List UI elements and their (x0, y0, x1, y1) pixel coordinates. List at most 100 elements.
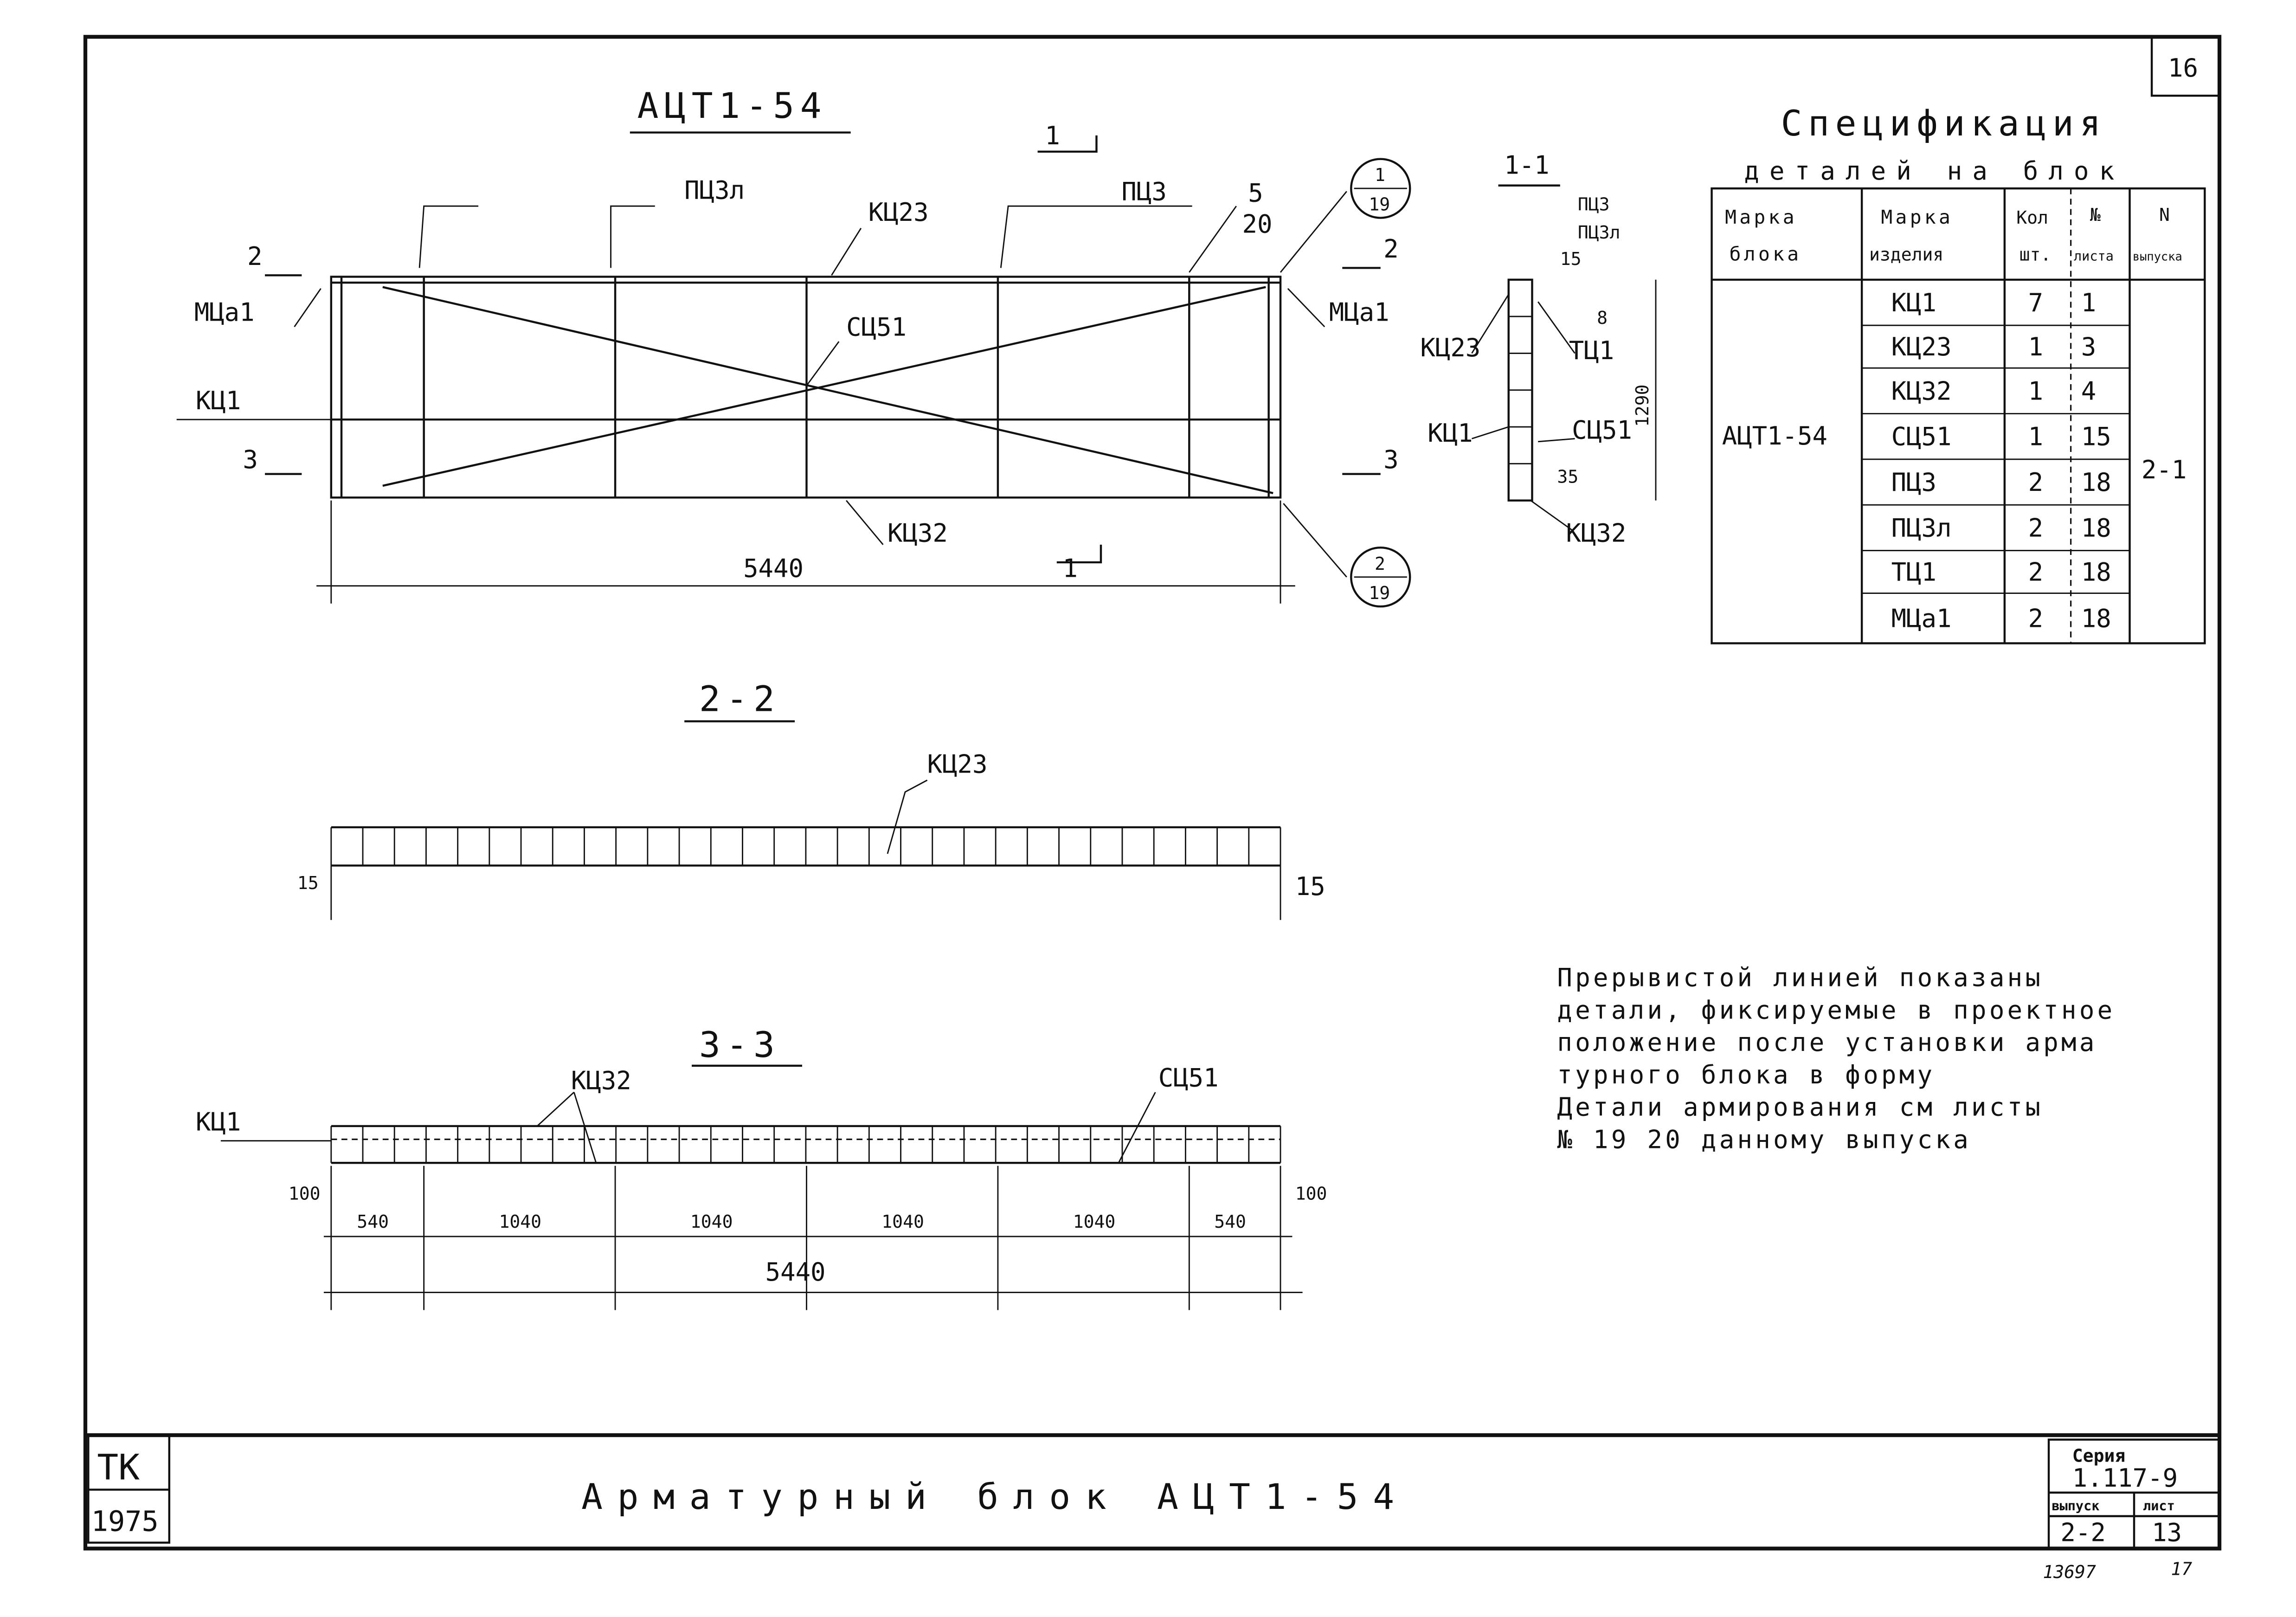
svg-text:19: 19 (1369, 583, 1390, 603)
note-line: турного блока в форму (1557, 1060, 1935, 1089)
sheet-number-box (2150, 36, 2221, 97)
segment-dimension: 1040 (690, 1211, 733, 1232)
svg-text:2: 2 (1375, 554, 1385, 574)
s33-dim-left: 100 (289, 1184, 321, 1204)
section-1-1-profile (1471, 278, 1657, 531)
ref-20: 20 (1242, 209, 1273, 238)
dimension-line-length (316, 500, 1295, 604)
cut-1-bottom-mark (1056, 544, 1102, 564)
main-elevation (176, 276, 1282, 499)
label-sc51: СЦ51 (846, 312, 907, 341)
cut-1-bottom: 1 (1062, 554, 1077, 583)
sheet-value: 13 (2152, 1518, 2182, 1547)
spec-qty: 1 (2028, 376, 2043, 406)
series-label: Серия (2072, 1445, 2126, 1466)
main-view-title: АЦТ1-54 (637, 85, 828, 126)
s11-height: 1290 (1632, 384, 1653, 427)
spec-sheet: 3 (2081, 332, 2096, 361)
s11-kc32: КЦ32 (1566, 518, 1626, 548)
spec-table: Марка блока Марка изделия Кол шт. № лист… (1711, 187, 2206, 644)
label-kc32: КЦ32 (888, 518, 948, 548)
s11-dim8: 8 (1597, 308, 1608, 328)
org-code: ТК (97, 1446, 140, 1488)
svg-text:1: 1 (1375, 165, 1385, 185)
s11-sc51: СЦ51 (1572, 415, 1632, 445)
cut-1-top: 1 (1045, 121, 1060, 150)
hdr-qty-2: шт. (2019, 245, 2052, 265)
spec-sheet: 18 (2081, 558, 2111, 587)
note-line: № 19 20 данному выпуска (1557, 1125, 1971, 1154)
spec-block-mark: АЦТ1-54 (1722, 421, 1827, 451)
spec-qty: 2 (2028, 558, 2043, 587)
spec-item-mark: СЦ51 (1891, 422, 1952, 451)
s22-dim-left: 15 (297, 873, 319, 893)
spec-sheet: 4 (2081, 376, 2096, 406)
note-line: детали, фиксируемые в проектное (1557, 995, 2115, 1024)
spec-sheet: 15 (2081, 422, 2111, 451)
sheet-frame (83, 35, 2222, 1551)
cut-2-right: 2 (1383, 234, 1398, 264)
issue-label: выпуск (2052, 1498, 2099, 1514)
hdr-sheet-2: листа (2074, 248, 2114, 264)
segment-dimension: 540 (357, 1211, 389, 1232)
archive-number: 13697 (2043, 1562, 2096, 1582)
section-3-3-beam (220, 1091, 1303, 1293)
s11-kc23: КЦ23 (1420, 333, 1480, 362)
note-line: положение после установки арма (1557, 1028, 2097, 1057)
spec-sheet: 18 (2081, 604, 2111, 633)
label-kc23: КЦ23 (868, 198, 929, 227)
label-mca1-left: МЦа1 (194, 298, 255, 327)
s11-dim35: 35 (1557, 467, 1578, 487)
s22-kc23: КЦ23 (927, 750, 988, 779)
s11-dim15: 15 (1560, 249, 1582, 269)
s22-dim-right: 15 (1295, 872, 1325, 901)
section-2-2-title: 2-2 (699, 678, 781, 719)
length-dimension: 5440 (743, 554, 804, 583)
org-year: 1975 (91, 1505, 159, 1538)
spec-title-line1: Спецификация (1781, 103, 2107, 144)
node-ref-2: 2 19 (1350, 546, 1411, 608)
label-kc1: КЦ1 (196, 386, 241, 415)
spec-item-mark: МЦа1 (1891, 604, 1952, 633)
spec-sheet: 18 (2081, 468, 2111, 497)
ref-5: 5 (1248, 179, 1263, 208)
s33-total: 5440 (765, 1257, 826, 1287)
notes: Прерывистой линией показаны детали, фикси… (1557, 963, 2115, 1154)
page-number: 17 (2171, 1559, 2192, 1579)
spec-item-mark: КЦ1 (1891, 288, 1936, 317)
issue-value: 2-2 (2060, 1518, 2105, 1547)
spec-sheet: 1 (2081, 288, 2096, 317)
spec-item-mark: ПЦ3 (1891, 468, 1936, 497)
section-3-3-title: 3-3 (699, 1024, 781, 1065)
spec-qty: 1 (2028, 332, 2043, 361)
sheet-number: 16 (2168, 53, 2198, 83)
spec-item-mark: КЦ23 (1891, 332, 1952, 361)
segment-dimension: 1040 (1073, 1211, 1116, 1232)
spec-qty: 2 (2028, 604, 2043, 633)
hdr-block-mark-2: блока (1730, 243, 1802, 265)
spec-item-mark: КЦ32 (1891, 376, 1952, 406)
cut-3-left: 3 (243, 445, 257, 474)
s11-tc1: ТЦ1 (1569, 336, 1614, 365)
spec-qty: 2 (2028, 513, 2043, 542)
segment-dimension: 1040 (499, 1211, 541, 1232)
s33-dim-right: 100 (1295, 1184, 1327, 1204)
hdr-item-mark-1: Марка (1881, 206, 1953, 228)
spec-qty: 7 (2028, 288, 2043, 317)
spec-item-mark: ТЦ1 (1891, 558, 1936, 587)
svg-text:19: 19 (1369, 194, 1390, 215)
spec-qty: 1 (2028, 422, 2043, 451)
note-line: Детали армирования см листы (1557, 1093, 2043, 1122)
label-mca1-right: МЦа1 (1329, 298, 1389, 327)
note-line: Прерывистой линией показаны (1557, 963, 2043, 992)
hdr-sheet-1: № (2090, 205, 2101, 225)
sheet-label: лист (2143, 1498, 2175, 1514)
s33-sc51: СЦ51 (1158, 1063, 1219, 1092)
s11-kc1: КЦ1 (1428, 419, 1473, 448)
cut-1-top-mark (1037, 135, 1098, 153)
s33-kc1: КЦ1 (196, 1107, 241, 1136)
segment-dimension: 1040 (881, 1211, 924, 1232)
hdr-item-mark-2: изделия (1869, 245, 1943, 265)
s11-pc3l: ПЦ3л (1578, 222, 1621, 243)
label-pc3l: ПЦ3л (684, 175, 745, 205)
